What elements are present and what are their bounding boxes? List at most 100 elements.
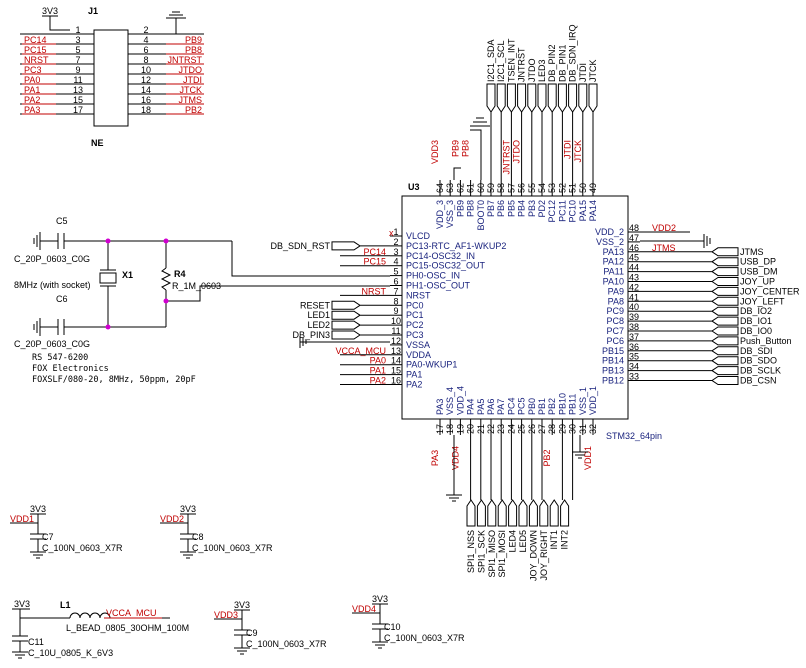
u3-pin-number: 45 [629,253,639,263]
u3-pin-number: 20 [466,424,476,434]
u3-bottom-pins: 17PA3PA318VSS_419VDD_4VDD420PA421PA522PA… [430,386,598,581]
u3-top-net-label: PB9 [450,140,460,157]
u3-pin-number: 41 [629,292,639,302]
u3-pin-name: PA4 [466,399,476,415]
bottom-bus-port [528,499,538,527]
u3-pin-name: PB12 [602,376,624,386]
u3-pin-name: PB4 [517,200,527,217]
u3-pin-number: 40 [629,302,639,312]
u3-net-port [640,257,739,267]
u3-pin-name: PA7 [496,399,506,415]
u3-pin-name: PC1 [406,310,424,320]
crystal-note-1: RS 547-6200 [32,353,88,363]
u3-pin-name: PB8 [466,200,476,217]
u3-pin-number: 10 [391,316,401,326]
u3-pin-number: 28 [547,424,557,434]
crystal-note-2: FOX Electronics [32,364,109,374]
top-bus-label: DB_PIN2 [547,44,557,82]
decap-ref: C9 [246,628,258,638]
nc-mark: x [389,228,394,238]
top-bus-port [547,83,557,113]
decap-supply-label: 3V3 [30,504,46,514]
j1-net-label: JNTRST [168,55,203,65]
u3-pin-number: 22 [486,424,496,434]
j1-pin-number: 8 [143,55,148,65]
u3-net-port [331,300,390,310]
u3-net-label: LED2 [307,320,330,330]
u3-top-net-label: JNTRST [501,140,511,175]
u3-pin-number: 47 [629,233,639,243]
u3-pin-number: 62 [455,183,465,193]
u3-pin-number: 56 [517,183,527,193]
u3-net-port [640,336,739,346]
u3-bottom-net-label: VDD4 [450,446,460,470]
top-bus-label: JTDI [578,63,588,82]
u3-pin-number: 3 [393,247,398,257]
u3-pin-name: PB2 [547,398,557,415]
bottom-bus-label: LED4 [508,530,518,553]
u3-pin-name: VSS_1 [578,387,588,415]
bottom-bus-port [487,499,497,527]
c5-value: C_20P_0603_C0G [14,254,90,264]
j1-pin-number: 18 [141,105,151,115]
u3-pin-number: 42 [629,282,639,292]
u3-pin-number: 2 [393,237,398,247]
j1-connector: 3V3 J1 NE 13PC145PC157NRST9PC311PA013PA1… [20,6,204,148]
u3-pin-number: 63 [445,183,455,193]
u3-net-label: DB_SCLK [740,366,781,376]
bottom-bus-port [560,499,570,527]
u3-pin-name: PA5 [476,399,486,415]
u3-pin-name: PC11 [557,200,567,222]
top-bus-label: JTCK [588,60,598,83]
u3-pin-number: 49 [588,183,598,193]
crystal-note-3: FOXSLF/080-20, 8MHz, 50ppm, 20pF [32,375,196,385]
j1-net-label: PA0 [24,75,40,85]
j1-pin-number: 7 [75,55,80,65]
u3-net-port [640,316,739,326]
top-bus-label: I2C1_SCL [496,40,506,82]
u3-net-port [640,376,739,385]
u3-net-label: DB_IO2 [740,306,772,316]
u3-net-port [640,296,739,306]
x1-value: 8MHz (with socket) [14,280,91,290]
u3-pin-name: PC15-OSC32_OUT [406,261,486,271]
u3-pin-name: PA15 [578,200,588,221]
u3-pin-name: PC8 [606,316,624,326]
u3-pin-name: PA10 [603,277,624,287]
u3-bottom-net-label: PA3 [430,450,440,466]
u3-pin-name: PB13 [602,366,624,376]
u3-net-label: PA1 [370,366,386,376]
u3-pin-number: 29 [557,424,567,434]
bottom-bus-port [466,499,476,527]
u3-net-port [640,346,739,356]
bottom-bus-label: JOY_RIGHT [539,530,549,581]
u3-top-net-label: VDD3 [430,140,440,164]
decap-ref: C10 [384,622,401,632]
x1-ref: X1 [122,270,133,280]
u3-pin-number: 51 [568,183,578,193]
j1-pin-number: 17 [73,105,83,115]
top-bus-port [537,83,547,113]
u3-pin-number: 5 [393,267,398,277]
j1-ref: J1 [88,6,98,16]
decap-supply-label: 3V3 [372,594,388,604]
u3-pin-number: 58 [496,183,506,193]
u3-pin-number: 44 [629,263,639,273]
bottom-bus-label: INT2 [560,530,570,550]
decap-net-label: VDD1 [10,514,34,524]
bottom-bus-port [518,499,528,527]
u3-top-net-label: PB8 [461,140,471,157]
u3-net-port [640,306,739,316]
u3-net-label: VDD2 [652,223,676,233]
j1-net-label: PB9 [185,35,202,45]
j1-pin-number: 4 [143,35,148,45]
u3-pin-name: PA12 [603,257,624,267]
bottom-bus-port [549,499,559,527]
u3-ref: U3 [408,182,420,192]
u3-net-port [331,310,390,320]
c6-ref: C6 [56,294,68,304]
u3-pin-name: VSS_4 [445,387,455,415]
u3-pin-number: 37 [629,332,639,342]
j1-net-label: JTDO [179,65,203,75]
